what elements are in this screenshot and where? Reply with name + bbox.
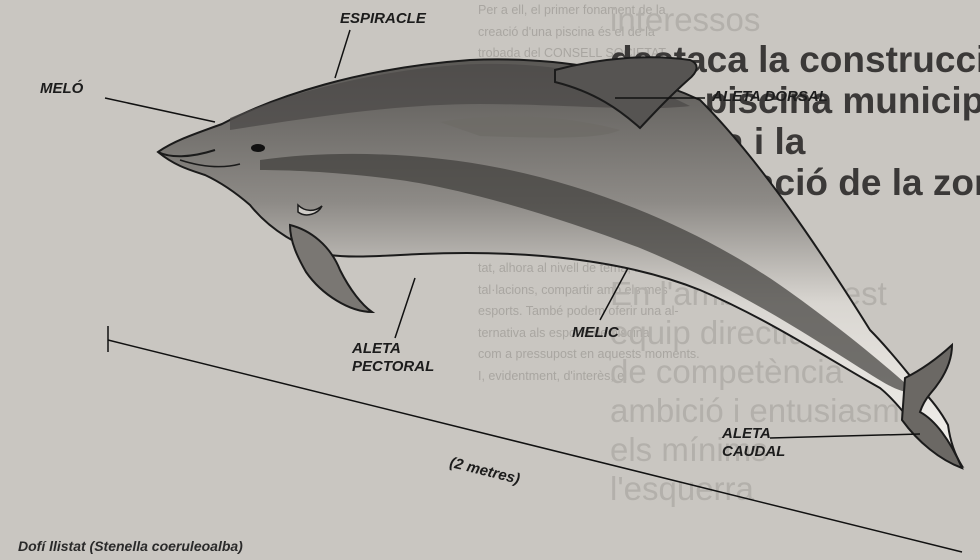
espiracle-leader [335, 30, 350, 78]
label-aleta-caudal-line2: CAUDAL [722, 443, 785, 460]
aleta-caudal-leader [770, 434, 920, 438]
label-aleta-pectoral-line2: PECTORAL [352, 358, 434, 375]
melo-leader [105, 98, 215, 122]
label-espiracle: ESPIRACLE [340, 10, 426, 27]
label-melic: MELIC [572, 324, 619, 341]
label-aleta-pectoral-line1: ALETA [352, 340, 401, 357]
aleta-pectoral-leader [395, 278, 415, 338]
melic-leader [600, 268, 628, 320]
figure-caption: Dofí llistat (Stenella coeruleoalba) [18, 538, 243, 554]
label-melo: MELÓ [40, 80, 83, 97]
measurement-line [108, 340, 962, 552]
label-aleta-caudal-line1: ALETA [722, 425, 771, 442]
eye [251, 144, 265, 152]
label-aleta-dorsal: ALETA DORSAL [712, 88, 828, 105]
